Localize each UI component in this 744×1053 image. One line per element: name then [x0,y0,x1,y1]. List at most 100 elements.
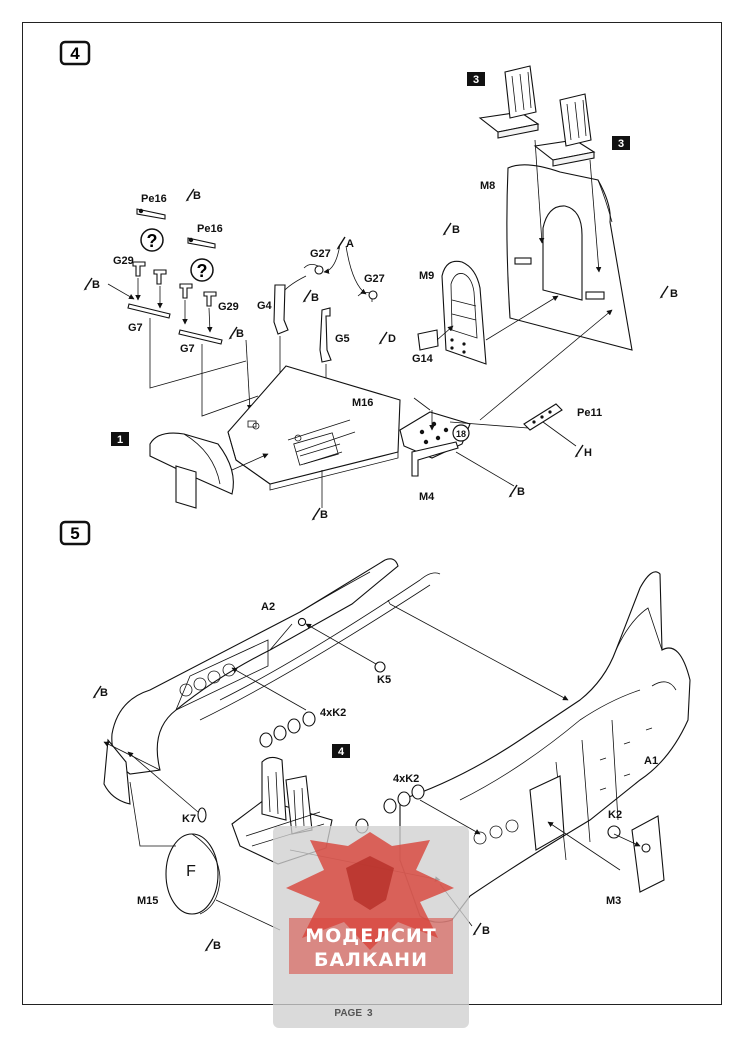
glue-brush-icon: B [507,484,525,499]
floor-m16: M16 [227,365,401,491]
label-k5: K5 [377,674,391,686]
label-g27-b: G27 [364,273,385,285]
step-5-marker: 5 [59,520,91,546]
door-m3: M3 [606,815,665,907]
part-g4: G4 [257,284,289,335]
glue-brush-icon: B [203,938,221,953]
svg-text:18: 18 [456,429,466,439]
svg-text:B: B [311,292,319,304]
subassembly-1 [149,432,234,509]
glue-brush-icon: B [184,188,201,203]
step-5-number: 5 [70,524,79,543]
page-number: 3 [367,1008,373,1019]
glue-brush-icon: A [335,236,354,251]
fuselage-half-a1: A1 [399,571,691,923]
svg-text:B: B [670,288,678,300]
svg-text:B: B [213,940,221,952]
label-pe16-b: Pe16 [197,223,223,235]
label-g4: G4 [257,300,273,312]
label-g5: G5 [335,333,350,345]
label-pe11: Pe11 [577,407,602,419]
svg-text:B: B [100,687,108,699]
part-g27-a: G27 [303,248,331,275]
label-a2: A2 [261,601,275,613]
watermark-line-2: БАЛКАНИ [314,949,428,971]
glue-brush-icon: B [227,326,244,341]
seat-right [533,93,596,167]
step-4-number: 4 [70,44,80,63]
svg-text:B: B [92,279,100,291]
label-m15: M15 [137,895,158,907]
glue-brush-icon: H [573,444,592,459]
step-4-marker: 4 [59,40,91,66]
ref-box-1: 1 [111,432,129,446]
glue-brush-icon: B [441,222,460,237]
label-k7: K7 [182,813,196,825]
label-g7-a: G7 [128,322,143,334]
svg-text:4: 4 [338,746,345,758]
windows-k2-upper: 4xK2 [259,707,346,748]
frame-m9: M9 [419,260,487,365]
part-k2: K2 [607,809,622,839]
part-k5: K5 [297,617,391,686]
glue-brush-icon: B [301,289,319,304]
label-4xk2-upper: 4xK2 [320,707,346,719]
svg-text:?: ? [147,231,158,251]
label-m16: M16 [352,397,373,409]
panel-m4: M4 [399,411,471,503]
svg-text:B: B [517,486,525,498]
glue-brush-icon: B [310,507,328,522]
watermark-line-1: МОДЕЛСИТ [305,925,437,947]
part-pe16-a: Pe16 [136,193,167,220]
svg-text:B: B [482,925,490,937]
label-g27-a: G27 [310,248,331,260]
part-g14: G14 [412,329,439,365]
part-pe16-b: Pe16 [187,223,223,249]
label-m4: M4 [419,491,435,503]
svg-text:B: B [236,328,244,340]
marking-f: F [186,863,196,880]
glue-brush-icon: B [91,685,108,700]
part-g7-b: G7 [178,329,223,355]
label-g29-a: G29 [113,255,134,267]
svg-text:?: ? [197,261,208,281]
bulkhead-m8: M8 [480,164,633,351]
part-pe11: Pe11 [523,403,602,431]
part-g29-b: G29 [179,283,239,313]
svg-text:B: B [452,224,460,236]
seat-left [478,65,540,139]
page-label: PAGE [334,1008,362,1019]
svg-text:D: D [388,333,396,345]
glue-brush-icon: B [471,922,490,937]
svg-text:B: B [320,509,328,521]
label-m3: M3 [606,895,621,907]
svg-text:3: 3 [618,138,624,150]
label-g14: G14 [412,353,434,365]
part-g29-a: G29 [113,255,167,285]
ref-box-4: 4 [332,744,350,758]
label-g7-b: G7 [180,343,195,355]
glue-brush-icon: B [658,285,678,300]
ref-box-3-top: 3 [467,72,485,86]
svg-text:3: 3 [473,74,479,86]
part-m15: F M15 [137,833,221,915]
watermark-logo: МОДЕЛСИТ БАЛКАНИ PAGE 3 [273,826,469,1028]
part-g27-b: G27 [357,273,385,302]
question-icon-2: ? [190,258,214,282]
glue-brush-icon: B [82,277,100,292]
part-k7: K7 [182,807,207,825]
label-m9: M9 [419,270,434,282]
question-icon-1: ? [140,228,164,252]
svg-text:A: A [346,238,354,250]
label-pe16-a: Pe16 [141,193,167,205]
part-g7-a: G7 [127,303,171,334]
glue-brush-icon: D [377,331,396,346]
circled-18: 18 [452,424,470,442]
svg-text:B: B [193,190,201,202]
part-g5: G5 [319,307,350,363]
svg-text:H: H [584,447,592,459]
svg-text:1: 1 [117,434,123,446]
label-4xk2-lower: 4xK2 [393,773,419,785]
label-k2: K2 [608,809,622,821]
